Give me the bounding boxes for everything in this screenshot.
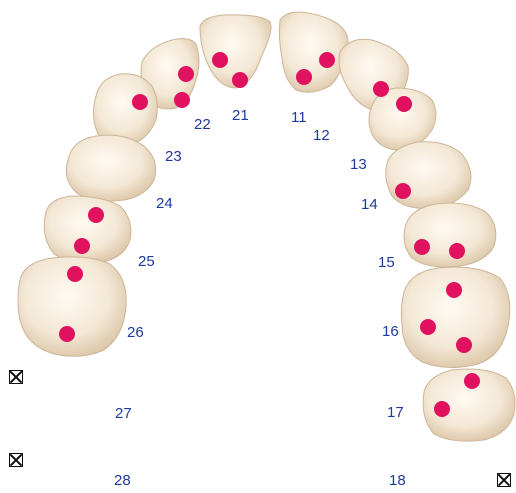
finding-markers	[59, 52, 480, 417]
tooth-label-11: 11	[291, 109, 307, 126]
tooth-label-26: 26	[127, 324, 144, 341]
tooth-23[interactable]	[92, 73, 158, 147]
marker-15-a[interactable]	[414, 239, 430, 255]
tooth-15[interactable]	[403, 202, 497, 268]
missing-tooth-18-icon[interactable]	[497, 473, 511, 487]
tooth-label-22: 22	[194, 116, 211, 133]
marker-16-a[interactable]	[446, 282, 462, 298]
marker-11-b[interactable]	[319, 52, 335, 68]
marker-25-a[interactable]	[88, 207, 104, 223]
tooth-label-21: 21	[232, 107, 249, 124]
tooth-label-12: 12	[313, 127, 330, 144]
tooth-label-18: 18	[389, 472, 406, 489]
marker-17-b[interactable]	[434, 401, 450, 417]
marker-17-a[interactable]	[464, 373, 480, 389]
tooth-14[interactable]	[385, 141, 472, 209]
teeth-group	[17, 11, 516, 442]
tooth-label-14: 14	[361, 196, 378, 213]
marker-21-b[interactable]	[232, 72, 248, 88]
marker-11-a[interactable]	[296, 69, 312, 85]
marker-22-a[interactable]	[178, 66, 194, 82]
missing-tooth-27-icon[interactable]	[9, 370, 23, 384]
tooth-label-17: 17	[387, 404, 404, 421]
tooth-11[interactable]	[278, 11, 349, 93]
tooth-label-28: 28	[114, 472, 131, 489]
tooth-label-27: 27	[115, 405, 132, 422]
tooth-label-15: 15	[378, 254, 395, 271]
marker-26-b[interactable]	[59, 326, 75, 342]
marker-14-a[interactable]	[395, 183, 411, 199]
missing-tooth-28-icon[interactable]	[9, 453, 23, 467]
tooth-24[interactable]	[65, 134, 157, 202]
marker-16-c[interactable]	[456, 337, 472, 353]
tooth-13[interactable]	[368, 87, 437, 151]
marker-15-b[interactable]	[449, 243, 465, 259]
tooth-label-16: 16	[382, 323, 399, 340]
marker-22-b[interactable]	[174, 92, 190, 108]
tooth-label-25: 25	[138, 253, 155, 270]
tooth-25[interactable]	[43, 195, 132, 264]
tooth-label-24: 24	[156, 195, 173, 212]
marker-21-a[interactable]	[212, 52, 228, 68]
tooth-16[interactable]	[400, 266, 511, 368]
tooth-label-13: 13	[350, 156, 367, 173]
marker-25-b[interactable]	[74, 238, 90, 254]
marker-16-b[interactable]	[420, 319, 436, 335]
tooth-26[interactable]	[17, 256, 127, 357]
marker-23-a[interactable]	[132, 94, 148, 110]
tooth-17[interactable]	[422, 368, 516, 442]
tooth-21[interactable]	[199, 14, 272, 89]
tooth-label-23: 23	[165, 148, 182, 165]
marker-12-b[interactable]	[396, 96, 412, 112]
marker-26-a[interactable]	[67, 266, 83, 282]
marker-12-a[interactable]	[373, 81, 389, 97]
